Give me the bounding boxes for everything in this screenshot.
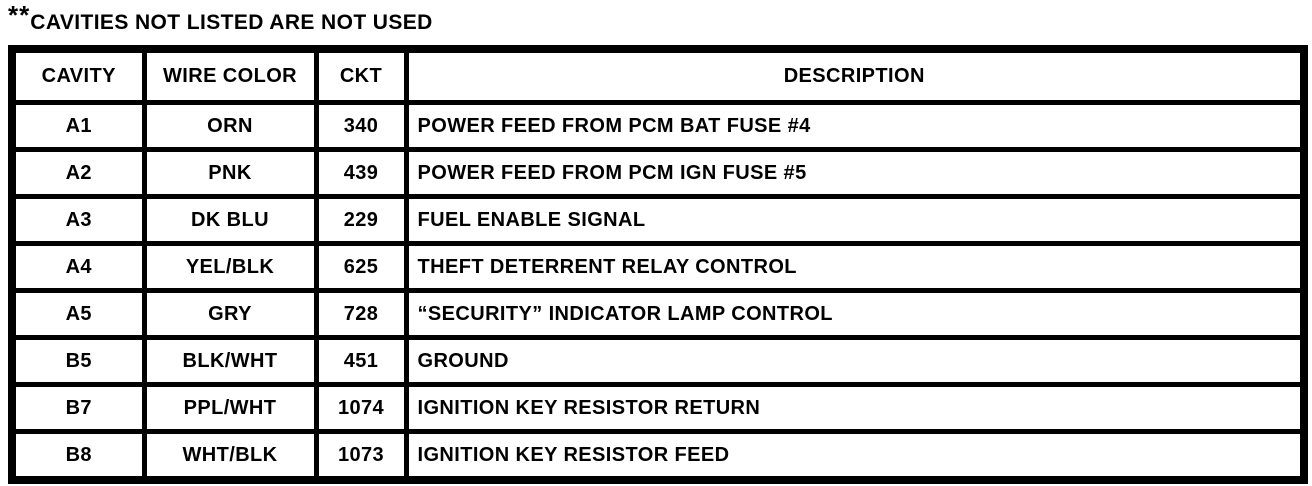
cell-ckt: 229 <box>313 194 409 246</box>
cell-cavity: A5 <box>9 288 147 340</box>
cell-ckt: 451 <box>313 335 409 387</box>
cell-description: GROUND <box>403 335 1307 387</box>
cell-wire-color: BLK/WHT <box>141 335 319 387</box>
cell-description: IGNITION KEY RESISTOR RETURN <box>403 382 1307 434</box>
footnote: **CAVITIES NOT LISTED ARE NOT USED <box>8 0 1312 38</box>
footnote-text: CAVITIES NOT LISTED ARE NOT USED <box>30 11 433 34</box>
cell-ckt: 340 <box>313 100 409 152</box>
footnote-asterisks: ** <box>8 0 31 30</box>
cell-ckt: 1074 <box>313 382 409 434</box>
cell-description: POWER FEED FROM PCM BAT FUSE #4 <box>403 100 1307 152</box>
cell-wire-color: WHT/BLK <box>141 429 319 483</box>
cell-description: THEFT DETERRENT RELAY CONTROL <box>403 241 1307 293</box>
col-header-ckt: CKT <box>313 46 409 105</box>
cell-wire-color: GRY <box>141 288 319 340</box>
cell-wire-color: ORN <box>141 100 319 152</box>
col-header-cavity: CAVITY <box>9 46 147 105</box>
cell-ckt: 1073 <box>313 429 409 483</box>
table-row: A1 ORN 340 POWER FEED FROM PCM BAT FUSE … <box>9 100 1307 152</box>
cell-ckt: 439 <box>313 147 409 199</box>
cell-cavity: B5 <box>9 335 147 387</box>
table-row: A2 PNK 439 POWER FEED FROM PCM IGN FUSE … <box>9 147 1307 199</box>
table-row: B8 WHT/BLK 1073 IGNITION KEY RESISTOR FE… <box>9 429 1307 483</box>
cell-wire-color: DK BLU <box>141 194 319 246</box>
cell-cavity: A2 <box>9 147 147 199</box>
cell-ckt: 728 <box>313 288 409 340</box>
cell-wire-color: PPL/WHT <box>141 382 319 434</box>
cell-cavity: A1 <box>9 100 147 152</box>
cell-description: IGNITION KEY RESISTOR FEED <box>403 429 1307 483</box>
cell-description: “SECURITY” INDICATOR LAMP CONTROL <box>403 288 1307 340</box>
cell-wire-color: YEL/BLK <box>141 241 319 293</box>
cell-description: POWER FEED FROM PCM IGN FUSE #5 <box>403 147 1307 199</box>
col-header-wire-color: WIRE COLOR <box>141 46 319 105</box>
cell-cavity: A3 <box>9 194 147 246</box>
cell-cavity: B7 <box>9 382 147 434</box>
cell-cavity: A4 <box>9 241 147 293</box>
cell-cavity: B8 <box>9 429 147 483</box>
cell-description: FUEL ENABLE SIGNAL <box>403 194 1307 246</box>
table-row: B7 PPL/WHT 1074 IGNITION KEY RESISTOR RE… <box>9 382 1307 434</box>
header-row: CAVITY WIRE COLOR CKT DESCRIPTION <box>9 46 1307 105</box>
table-row: A4 YEL/BLK 625 THEFT DETERRENT RELAY CON… <box>9 241 1307 293</box>
cell-wire-color: PNK <box>141 147 319 199</box>
table-row: A3 DK BLU 229 FUEL ENABLE SIGNAL <box>9 194 1307 246</box>
cell-ckt: 625 <box>313 241 409 293</box>
col-header-description: DESCRIPTION <box>403 46 1307 105</box>
table-row: B5 BLK/WHT 451 GROUND <box>9 335 1307 387</box>
table-row: A5 GRY 728 “SECURITY” INDICATOR LAMP CON… <box>9 288 1307 340</box>
cavity-table: CAVITY WIRE COLOR CKT DESCRIPTION A1 ORN… <box>8 45 1308 484</box>
